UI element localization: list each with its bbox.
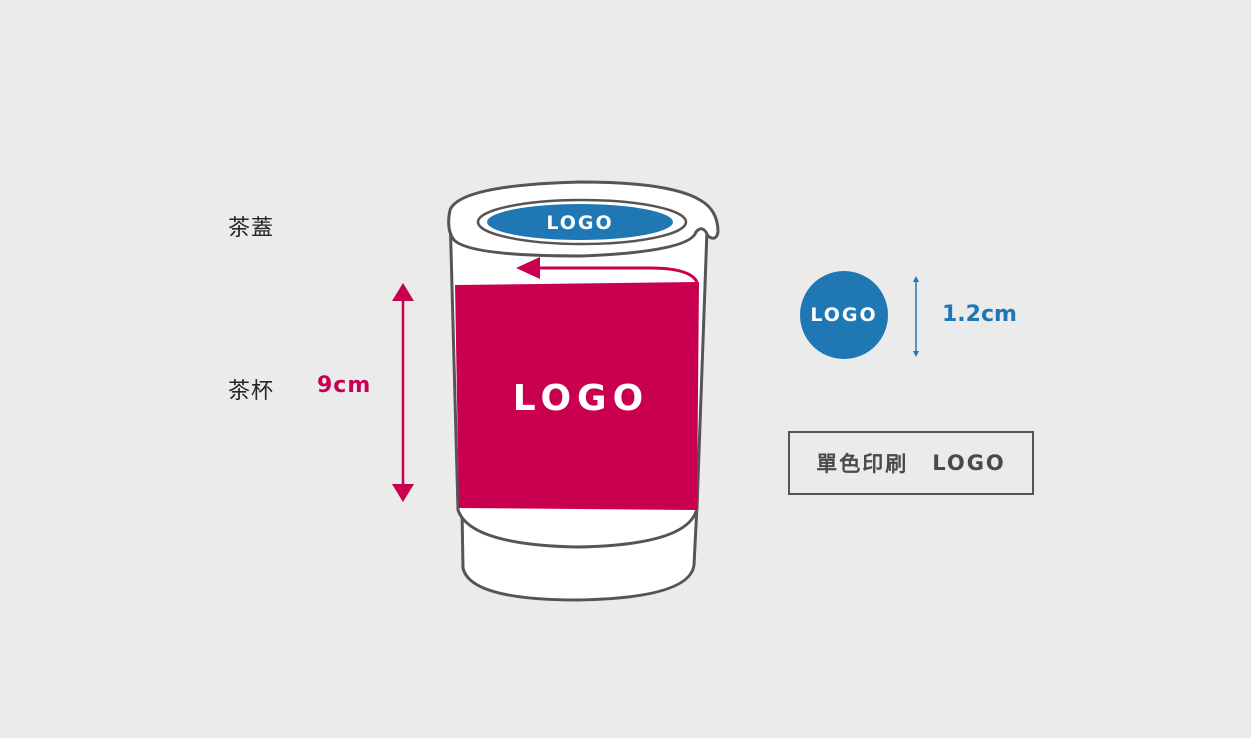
printed-band bbox=[455, 282, 699, 510]
lid-label: 茶蓋 bbox=[228, 216, 275, 241]
logo-sample-circle: LOGO bbox=[800, 271, 888, 359]
height-arrow bbox=[392, 283, 414, 502]
cup-label: 茶杯 bbox=[228, 379, 275, 404]
print-method-box: 單色印刷 LOGO bbox=[788, 431, 1034, 495]
print-logo: LOGO bbox=[932, 451, 1006, 475]
print-type: 單色印刷 bbox=[816, 452, 909, 476]
wrap-direction-arrow bbox=[516, 257, 699, 283]
cup-height-label: 9cm bbox=[317, 373, 372, 398]
lid-logo-ellipse bbox=[487, 204, 673, 240]
lid-logo-text: LOGO bbox=[546, 212, 613, 234]
logo-size-label: 1.2cm bbox=[942, 302, 1017, 327]
logo-size-arrow bbox=[913, 276, 919, 357]
logo-sample-text: LOGO bbox=[810, 304, 878, 326]
band-logo-text: LOGO bbox=[513, 378, 649, 419]
